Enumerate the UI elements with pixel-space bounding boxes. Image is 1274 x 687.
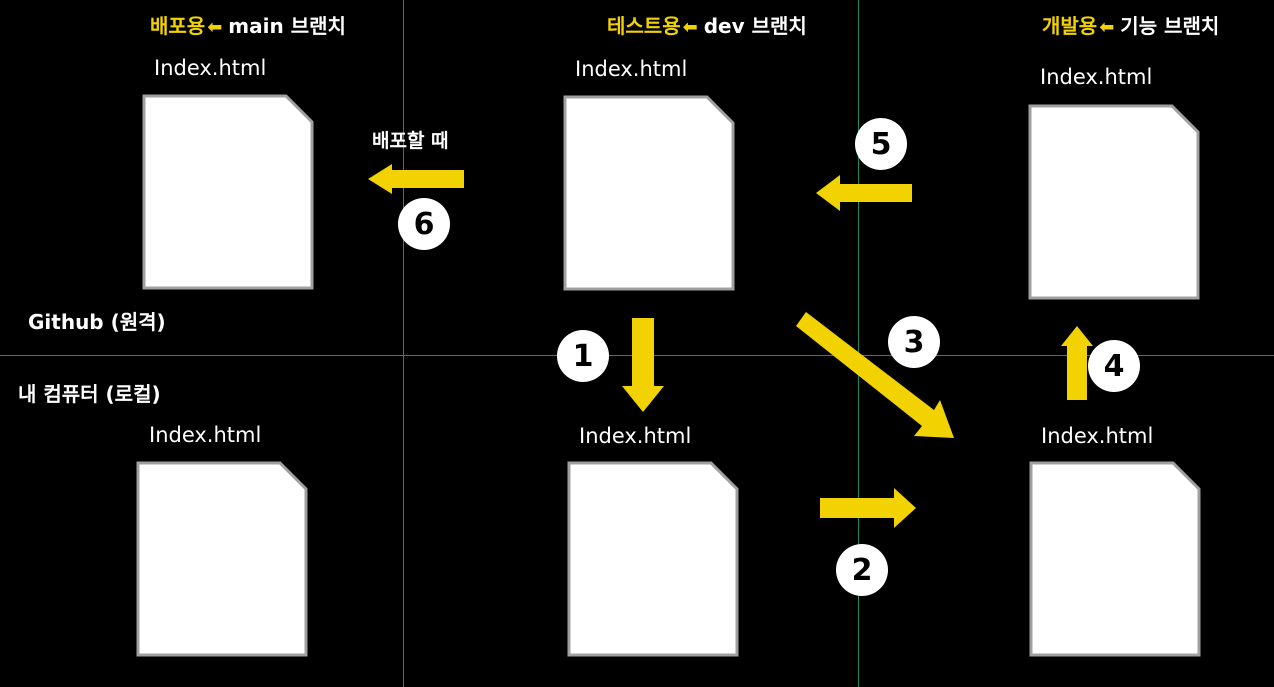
remote-label: Github (원격)	[28, 310, 166, 334]
step-2-badge: 2	[836, 544, 888, 596]
step-6-badge: 6	[398, 198, 450, 250]
header-dev-branch: dev 브랜치	[703, 14, 807, 38]
left-arrow-icon: ⬅	[207, 17, 223, 38]
file-icon-dev-local	[567, 461, 739, 657]
header-feature: 개발용⬅기능 브랜치	[1042, 10, 1219, 39]
arrow-6-left	[368, 164, 464, 194]
step-1-badge: 1	[557, 330, 609, 382]
header-feature-branch: 기능 브랜치	[1120, 14, 1220, 38]
arrow-5-left	[816, 175, 912, 211]
arrow-2-right	[820, 488, 916, 528]
local-label: 내 컴퓨터 (로컬)	[18, 382, 161, 406]
arrow-1-down	[622, 318, 664, 412]
file-label-main-local: Index.html	[149, 423, 262, 447]
file-label-feature-remote: Index.html	[1040, 65, 1153, 89]
step-4-badge: 4	[1088, 340, 1140, 392]
header-dev-role: 테스트용	[607, 14, 681, 38]
grid-line-v1	[403, 0, 404, 687]
arrow-3-diagonal	[796, 312, 954, 438]
deploy-note: 배포할 때	[372, 130, 449, 152]
header-main: 배포용⬅main 브랜치	[150, 10, 346, 39]
file-label-feature-local: Index.html	[1041, 424, 1154, 448]
arrow-4-up	[1061, 326, 1093, 400]
file-icon-dev-remote	[563, 95, 735, 291]
left-arrow-icon: ⬅	[1099, 17, 1115, 38]
grid-line-v2	[858, 0, 859, 687]
header-feature-role: 개발용	[1042, 14, 1098, 38]
file-icon-feature-local	[1029, 461, 1201, 657]
file-icon-main-local	[136, 461, 308, 657]
step-5-badge: 5	[855, 118, 907, 170]
file-icon-feature-remote	[1028, 104, 1200, 300]
file-icon-main-remote	[142, 94, 314, 290]
file-label-dev-local: Index.html	[579, 424, 692, 448]
header-main-branch: main 브랜치	[228, 14, 346, 38]
step-3-badge: 3	[888, 316, 940, 368]
header-dev: 테스트용⬅dev 브랜치	[607, 10, 807, 39]
file-label-main-remote: Index.html	[154, 56, 267, 80]
header-main-role: 배포용	[150, 14, 206, 38]
file-label-dev-remote: Index.html	[575, 57, 688, 81]
left-arrow-icon: ⬅	[682, 17, 698, 38]
